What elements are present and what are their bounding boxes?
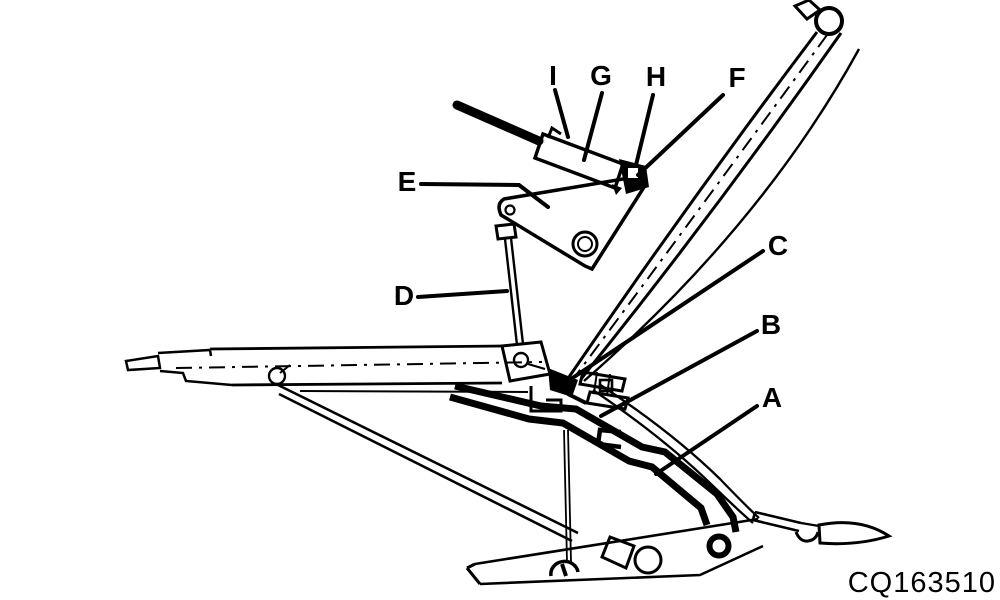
- base-skid: [465, 510, 893, 586]
- bracket-large-hole-outer: [571, 230, 599, 258]
- cable-housing: [452, 100, 626, 191]
- roller: [633, 545, 663, 575]
- seat-frame-rail: [124, 344, 543, 393]
- leader-B: [599, 329, 759, 418]
- callout-E: E: [398, 166, 417, 197]
- diagonal-strut: [275, 382, 663, 575]
- rod-hook: [549, 559, 580, 577]
- control-cable: [452, 100, 544, 146]
- callout-C: C: [768, 230, 788, 261]
- callout-B: B: [761, 309, 781, 340]
- callout-labels: I G H F E D C B A: [394, 60, 788, 413]
- link-rod: [494, 222, 525, 346]
- housing-clip: [546, 125, 562, 139]
- pivot-bracket: [500, 340, 552, 383]
- callout-A: A: [762, 382, 782, 413]
- leader-H: [634, 93, 655, 167]
- callout-H: H: [646, 61, 666, 92]
- leader-C: [569, 249, 765, 381]
- seat-pan-edge: [592, 383, 760, 524]
- cable-eye: [706, 533, 732, 559]
- callout-I: I: [549, 60, 557, 91]
- leader-I: [553, 88, 570, 139]
- hook-notch: [794, 531, 820, 543]
- control-lever: [567, 0, 861, 382]
- leader-E: [419, 182, 550, 209]
- rail-centerline: [175, 361, 543, 369]
- callout-G: G: [590, 60, 612, 91]
- lever-centerline: [573, 34, 828, 379]
- skid-foot: [817, 521, 893, 546]
- cable-end-fitting: [612, 159, 649, 195]
- leader-A: [654, 404, 759, 476]
- leader-F: [636, 93, 725, 177]
- triangular-bracket: [497, 174, 649, 272]
- leader-D: [416, 289, 509, 299]
- callout-D: D: [394, 280, 414, 311]
- leader-G: [582, 91, 604, 162]
- drop-rod: [549, 429, 580, 577]
- figure-code: CQ163510: [848, 567, 996, 599]
- latch-pivot: [548, 368, 578, 397]
- callout-F: F: [728, 62, 745, 93]
- callout-leaders: [416, 88, 765, 476]
- bracket-small-hole: [504, 204, 516, 216]
- pull-cable: [449, 382, 740, 559]
- bracket-large-hole-inner: [577, 236, 593, 252]
